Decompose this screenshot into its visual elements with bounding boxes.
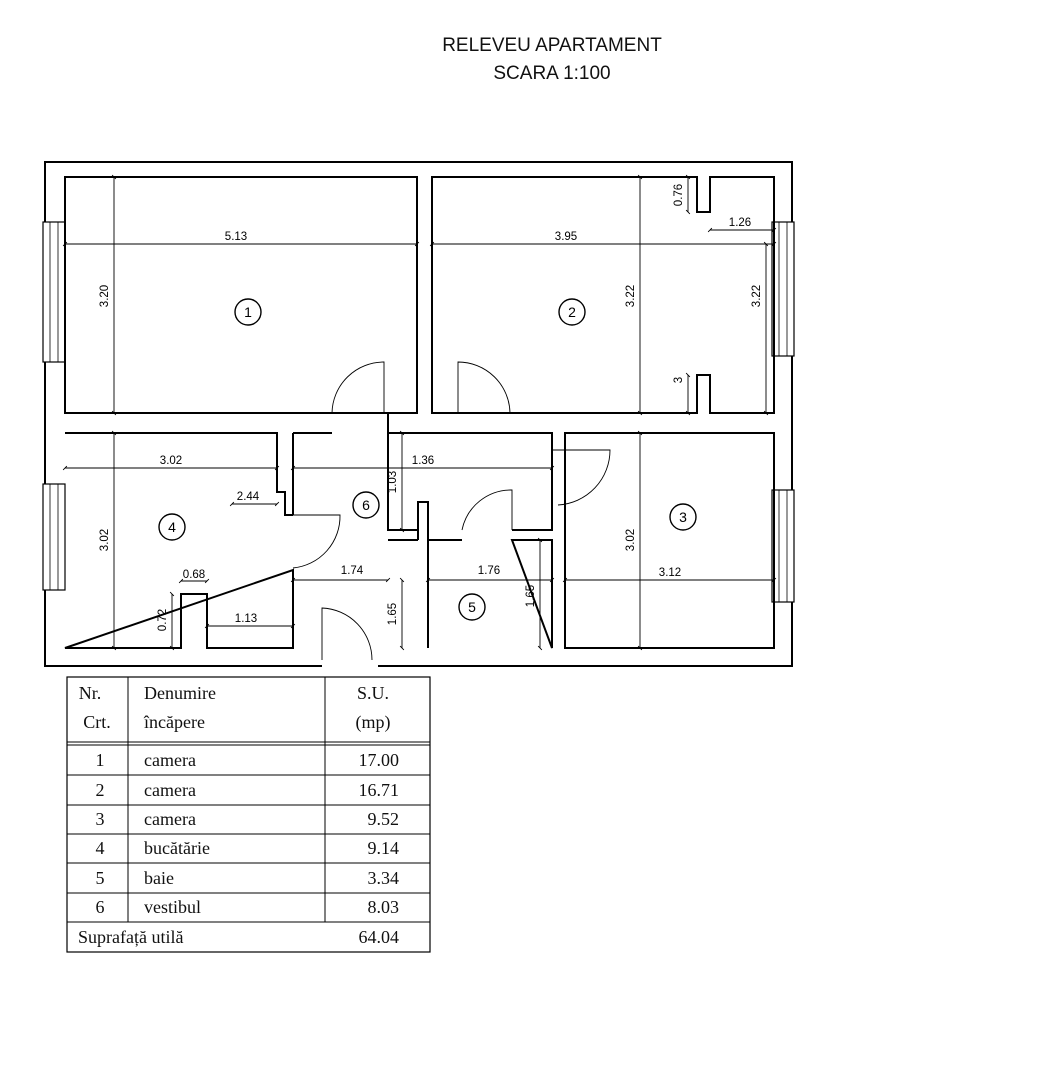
plan-title: RELEVEU APARTAMENT [442,35,662,56]
dim-r2-notch-width: 1.26 [729,217,751,229]
table-row-3-area: 9.52 [368,809,400,829]
room-1 [62,174,420,416]
table-row-2-nr: 2 [96,780,105,800]
dim-r4-height: 3.02 [99,529,111,551]
table-row-5-name: baie [144,868,174,888]
table-header-name-1: Denumire [144,683,216,703]
room-5 [417,501,555,651]
room-number-1: 1 [244,304,252,320]
dim-r4-small-w: 0.68 [183,569,205,581]
table-header-area-1: S.U. [357,683,389,703]
dim-r3-height: 3.02 [625,529,637,551]
dim-r4-width: 3.02 [160,455,182,467]
table-row-4-area: 9.14 [368,838,400,858]
room-6 [290,413,555,651]
doors [292,361,611,661]
dim-r2-height-a: 3.22 [625,285,637,307]
table-total-value: 64.04 [359,927,400,947]
plan-scale: SCARA 1:100 [493,63,611,84]
dim-r2-small: 3 [673,377,685,383]
table-header-nr-2: Crt. [83,712,111,732]
room-4 [62,430,296,651]
dim-hall-width: 1.36 [412,455,434,467]
dim-r1-height: 3.20 [99,285,111,307]
room-number-2: 2 [568,304,576,320]
table-row-5-nr: 5 [96,868,105,888]
dim-r4-bottom: 1.13 [235,613,257,625]
table-total-label: Suprafață utilă [78,927,183,947]
area-table: Nr. Crt. Denumire încăpere S.U. (mp) 1 c… [66,676,431,953]
dim-corridor-width: 1.74 [341,565,364,577]
table-row-6-nr: 6 [96,897,105,917]
table-row-1-name: camera [144,750,196,770]
room-2 [429,174,777,416]
dim-r4-small-h: 0.72 [157,609,169,631]
table-row-2-area: 16.71 [359,780,400,800]
dim-r2-height-b: 3.22 [751,285,763,307]
dim-r2-notch-height: 0.76 [673,184,685,206]
outer-walls [42,161,795,672]
table-row-4-name: bucătărie [144,838,210,858]
dim-corridor-height: 1.65 [387,603,399,625]
table-row-2-name: camera [144,780,196,800]
table-row-1-area: 17.00 [359,750,400,770]
room-3 [562,430,777,651]
room-number-6: 6 [362,497,370,513]
table-header-area-2: (mp) [356,712,391,733]
dim-r2-width: 3.95 [555,231,577,243]
table-row-3-name: camera [144,809,196,829]
room-number-4: 4 [168,519,176,535]
dim-r5-height: 1.65 [525,585,537,607]
dim-r5-width: 1.76 [478,565,500,577]
dim-hall-height: 1.03 [387,471,399,493]
room-number-3: 3 [679,509,687,525]
table-row-5-area: 3.34 [368,868,400,888]
table-row-6-name: vestibul [144,897,201,917]
table-header-nr-1: Nr. [79,683,102,703]
dim-r1-width: 5.13 [225,231,247,243]
dim-r3-width: 3.12 [659,567,681,579]
table-header-name-2: încăpere [143,712,205,732]
table-row-6-area: 8.03 [368,897,400,917]
table-row-1-nr: 1 [96,750,105,770]
table-row-4-nr: 4 [96,838,105,858]
table-row-3-nr: 3 [96,809,105,829]
dim-r4-jog: 2.44 [237,491,260,503]
room-number-5: 5 [468,599,476,615]
